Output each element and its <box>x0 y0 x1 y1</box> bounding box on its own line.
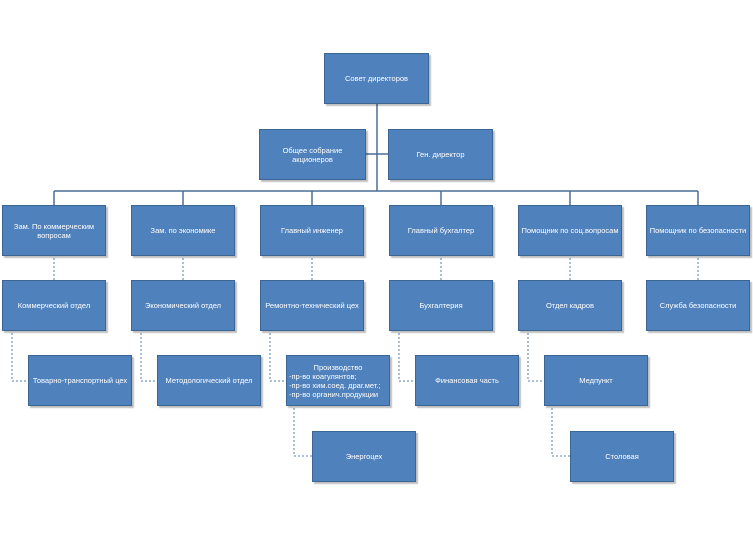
production-item: -пр-во коагулянтов; <box>289 371 357 381</box>
elbow-connector <box>398 333 415 382</box>
shareholders-meeting-box[interactable]: Общее собрание акционеров <box>259 129 366 180</box>
hr-dept-box[interactable]: Отдел кадров <box>518 280 622 331</box>
node-label: Экономический отдел <box>144 301 222 310</box>
chief-engineer-box[interactable]: Главный инженер <box>260 205 364 256</box>
general-director-box[interactable]: Ген. директор <box>388 129 493 180</box>
node-label: Отдел кадров <box>545 301 595 310</box>
elbow-connector <box>527 333 544 382</box>
node-label: Столовая <box>605 452 639 461</box>
node-label: Зам. по экономике <box>150 226 216 235</box>
repair-shop-box[interactable]: Ремонтно-технический цех <box>260 280 364 331</box>
canteen-box[interactable]: Столовая <box>570 431 674 482</box>
medical-box[interactable]: Медпункт <box>544 355 648 406</box>
node-label: Общее собрание акционеров <box>282 145 343 164</box>
finance-box[interactable]: Финансовая часть <box>415 355 519 406</box>
commercial-dept-box[interactable]: Коммерческий отдел <box>2 280 106 331</box>
security-service-box[interactable]: Служба безопасности <box>646 280 750 331</box>
node-label: Ген. директор <box>416 150 465 159</box>
node-label: Совет директоров <box>344 74 409 83</box>
board-of-directors-box[interactable]: Совет директоров <box>324 53 429 104</box>
production-title: Производство <box>313 362 363 372</box>
node-label: Главный инженер <box>281 226 343 235</box>
deputy-commercial-box[interactable]: Зам. По коммерческим вопросам <box>2 205 106 256</box>
node-label: Помощник по безопасности <box>649 226 747 235</box>
chief-accountant-box[interactable]: Главный бухгалтер <box>389 205 493 256</box>
elbow-connector <box>551 408 570 457</box>
methodology-dept-box[interactable]: Методологический отдел <box>157 355 261 406</box>
node-label: Энергоцех <box>345 452 383 461</box>
node-label: Бухгалтерия <box>419 301 463 310</box>
energy-shop-box[interactable]: Энергоцех <box>312 431 416 482</box>
elbow-connector <box>11 333 28 382</box>
elbow-connector <box>140 333 157 382</box>
node-label: Методологический отдел <box>165 376 253 385</box>
node-label: Коммерческий отдел <box>17 301 91 310</box>
production-item: -пр-во хим.соед. драг.мет.; <box>289 380 381 390</box>
economic-dept-box[interactable]: Экономический отдел <box>131 280 235 331</box>
elbow-connector <box>293 408 312 457</box>
node-label: Служба безопасности <box>659 301 737 310</box>
transport-shop-box[interactable]: Товарно-транспортный цех <box>28 355 132 406</box>
node-label: Финансовая часть <box>435 376 499 385</box>
node-label: Ремонтно-технический цех <box>265 301 359 310</box>
node-label: Медпункт <box>579 376 613 385</box>
deputy-economics-box[interactable]: Зам. по экономике <box>131 205 235 256</box>
elbow-connector <box>269 333 286 382</box>
node-label: Помощник по соц.вопросам <box>521 226 619 235</box>
node-label: Товарно-транспортный цех <box>32 376 128 385</box>
accounting-box[interactable]: Бухгалтерия <box>389 280 493 331</box>
assistant-social-box[interactable]: Помощник по соц.вопросам <box>518 205 622 256</box>
production-box[interactable]: Производство -пр-во коагулянтов; -пр-во … <box>286 355 390 406</box>
assistant-security-box[interactable]: Помощник по безопасности <box>646 205 750 256</box>
production-item: -пр-во органич.продукции <box>289 389 379 399</box>
node-label: Зам. По коммерческим вопросам <box>13 221 95 240</box>
node-label: Главный бухгалтер <box>407 226 475 235</box>
